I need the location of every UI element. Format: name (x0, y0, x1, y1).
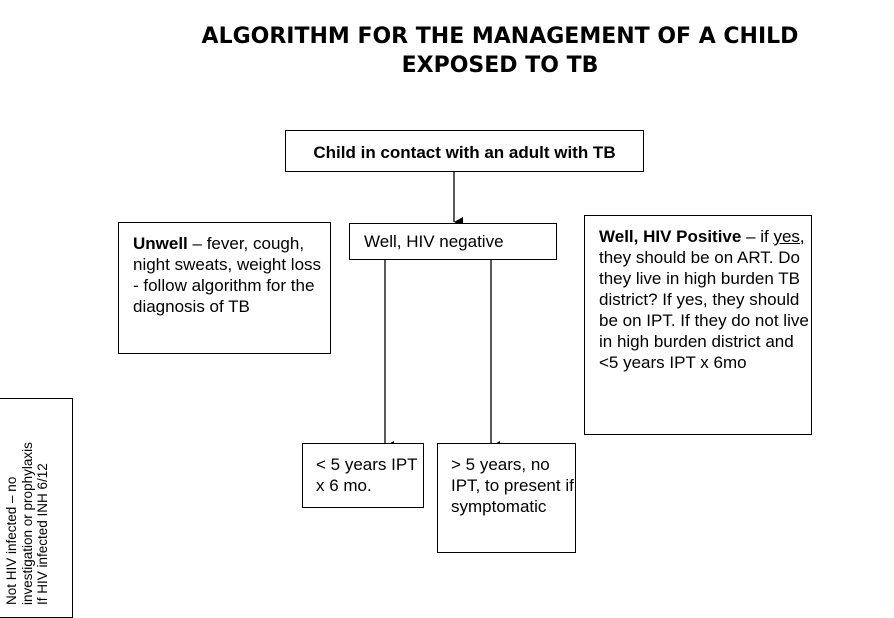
side-note-line-1: Not HIV infected – no (4, 476, 19, 605)
well-hiv-negative-label: Well, HIV negative (364, 232, 504, 251)
contact-label: Child in contact with an adult with TB (313, 143, 616, 162)
unwell-label-bold: Unwell (133, 234, 188, 253)
title-line-2: EXPOSED TO TB (401, 53, 599, 78)
well-hiv-positive-underlined: yes, (773, 227, 805, 246)
under-5-label: < 5 years IPT x 6 mo. (316, 455, 418, 495)
well-hiv-positive-connector: – if (741, 227, 774, 246)
under-5-node: < 5 years IPT x 6 mo. (302, 443, 424, 508)
unwell-node: Unwell – fever, cough, night sweats, wei… (118, 222, 331, 354)
unwell-label-text: – fever, cough, night sweats, weight los… (133, 234, 322, 316)
well-hiv-positive-node: Well, HIV Positive – if yes, they should… (584, 215, 812, 435)
contact-node: Child in contact with an adult with TB (285, 130, 644, 172)
diagram-title: ALGORITHM FOR THE MANAGEMENT OF A CHILD … (150, 22, 850, 80)
side-note-line-3: If HIV infected INH 6/12 (35, 463, 50, 605)
side-note-line-2: investigation or prophylaxis (19, 442, 35, 605)
well-hiv-positive-text: they should be on ART. Do they live in h… (599, 248, 809, 372)
over-5-node: > 5 years, no IPT, to present if symptom… (437, 443, 576, 553)
over-5-label: > 5 years, no IPT, to present if symptom… (451, 455, 574, 516)
side-note-text: Not HIV infected – no investigation or p… (4, 442, 51, 605)
well-hiv-negative-node: Well, HIV negative (349, 223, 557, 260)
well-hiv-positive-label-bold: Well, HIV Positive (599, 227, 742, 246)
title-line-1: ALGORITHM FOR THE MANAGEMENT OF A CHILD (201, 24, 799, 49)
